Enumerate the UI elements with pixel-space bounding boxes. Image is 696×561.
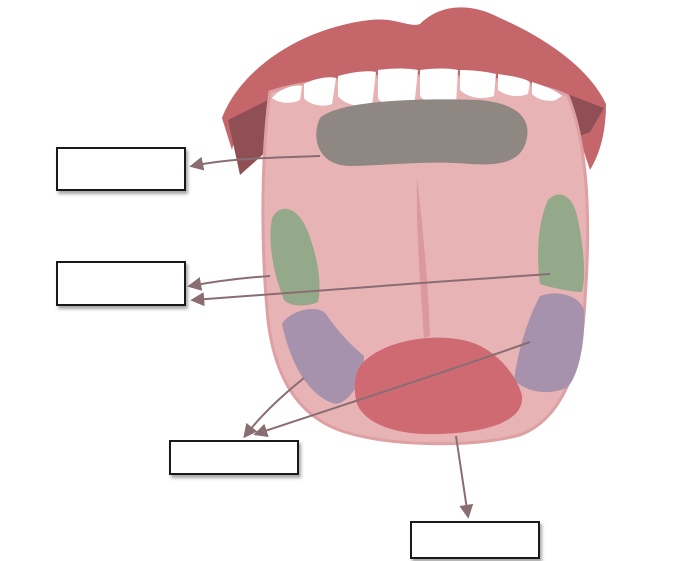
tip-region (354, 337, 523, 435)
tooth (532, 82, 562, 101)
label-box-sides-of-tongue[interactable] (56, 261, 186, 306)
label-box-tip-of-tongue[interactable] (410, 521, 540, 559)
arrow-left-lower-to-back-box (243, 377, 305, 439)
arrow-left-side-to-side-box (187, 275, 271, 291)
arrow-tip-to-tip-box (455, 435, 474, 519)
lower-side-region-right (514, 293, 585, 393)
tooth (420, 68, 458, 106)
tooth (304, 77, 336, 106)
arrow-right-lower-to-back-box (253, 341, 531, 438)
back-region (316, 99, 528, 166)
label-box-lower-sides-of-tongue[interactable] (169, 440, 299, 475)
median-groove (416, 178, 430, 338)
tooth (460, 70, 496, 98)
tooth (378, 68, 418, 110)
arrow-back-to-top-box (189, 155, 321, 171)
mouth-left-shadow (228, 98, 272, 175)
tooth (338, 71, 376, 107)
tooth (272, 85, 302, 103)
tooth (498, 74, 530, 97)
pointer-arrows (187, 155, 551, 519)
teeth (272, 68, 562, 110)
side-region-left (270, 208, 320, 306)
label-box-back-of-tongue[interactable] (56, 147, 186, 191)
side-region-right (538, 194, 585, 292)
arrow-right-side-to-side-box (190, 273, 551, 307)
lower-side-region-left (282, 309, 364, 404)
